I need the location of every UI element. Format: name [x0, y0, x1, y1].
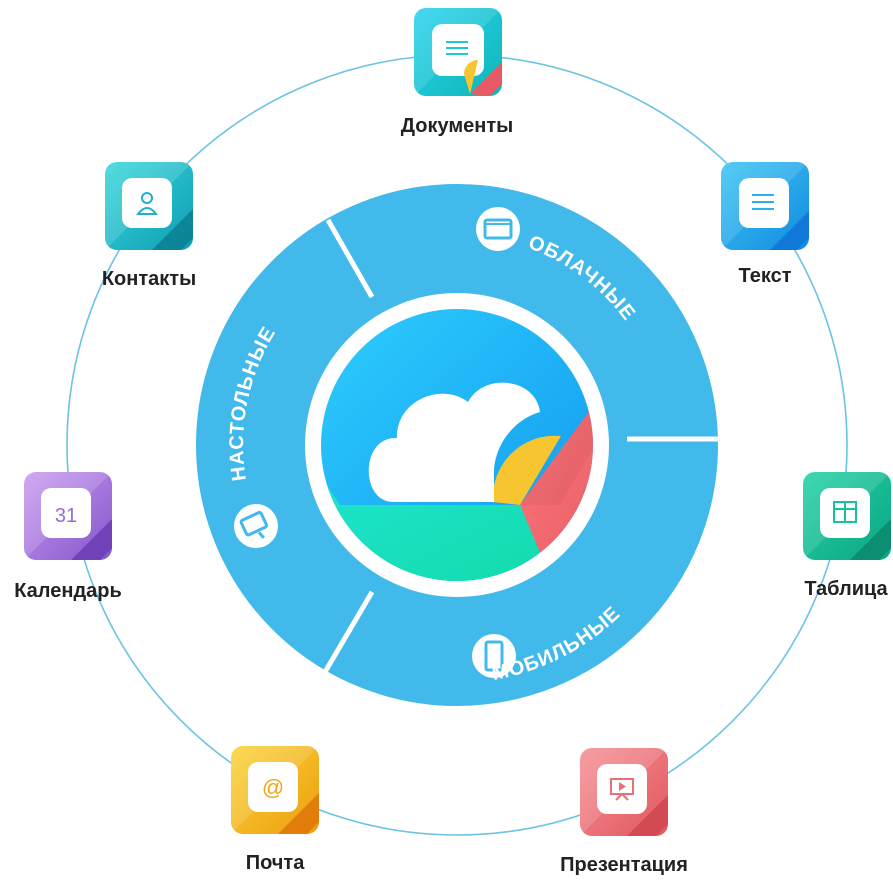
- calendar-badge: 31: [55, 505, 77, 527]
- app-calendar-label[interactable]: Календарь: [14, 580, 122, 602]
- app-mail-label[interactable]: Почта: [245, 852, 305, 874]
- app-documents-label[interactable]: Документы: [400, 115, 514, 137]
- app-table-label[interactable]: Таблица: [804, 578, 888, 600]
- app-calendar-tile[interactable]: 31: [24, 472, 112, 560]
- ring-separator: [322, 590, 375, 674]
- ring-separator: [325, 218, 375, 299]
- app-presentation-tile[interactable]: [580, 748, 668, 836]
- at-sign-icon: [248, 762, 298, 812]
- app-presentation-label[interactable]: Презентация: [560, 854, 688, 876]
- platform-ring: [196, 184, 718, 706]
- app-text-label[interactable]: Текст: [738, 265, 792, 287]
- svg-text:@: @: [262, 775, 284, 800]
- app-contacts-tile[interactable]: [105, 162, 193, 250]
- smartphone-icon: [472, 634, 516, 678]
- calendar-icon: [41, 488, 91, 538]
- app-text-tile[interactable]: [721, 162, 809, 250]
- desktop-monitor-icon: [234, 504, 278, 548]
- browser-window-icon: [476, 207, 520, 251]
- app-table-tile[interactable]: [803, 472, 891, 560]
- document-icon: [432, 24, 484, 76]
- app-documents-tile[interactable]: [414, 8, 502, 96]
- app-contacts-label[interactable]: Контакты: [101, 268, 197, 290]
- app-mail-tile[interactable]: @: [231, 746, 319, 834]
